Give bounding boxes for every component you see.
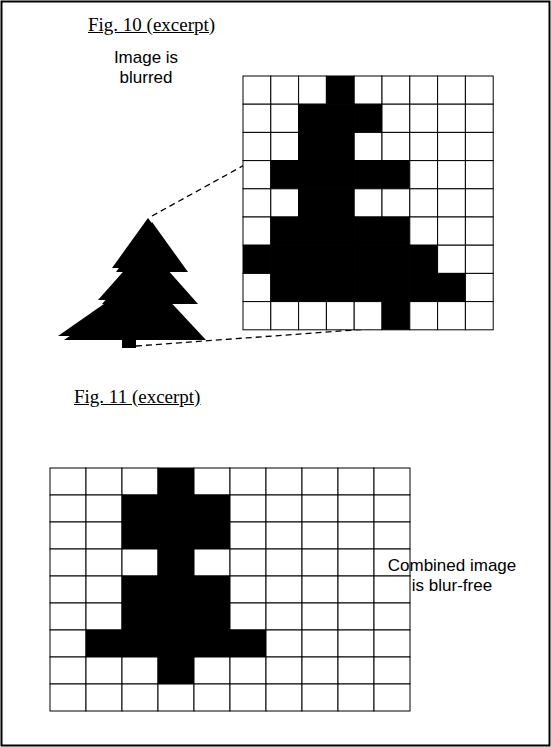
blurred-pixel-grid <box>243 76 493 330</box>
sharp-pixel-grid <box>50 468 410 711</box>
figure-caption: Fig. 10 (excerpt) <box>88 14 215 36</box>
callout-note: Image is blurred <box>98 48 194 89</box>
figure-caption: Fig. 11 (excerpt) <box>74 386 200 408</box>
callout-note: Combined image is blur-free <box>386 556 518 597</box>
tree-silhouette <box>58 218 206 348</box>
leader-lines <box>136 120 382 346</box>
